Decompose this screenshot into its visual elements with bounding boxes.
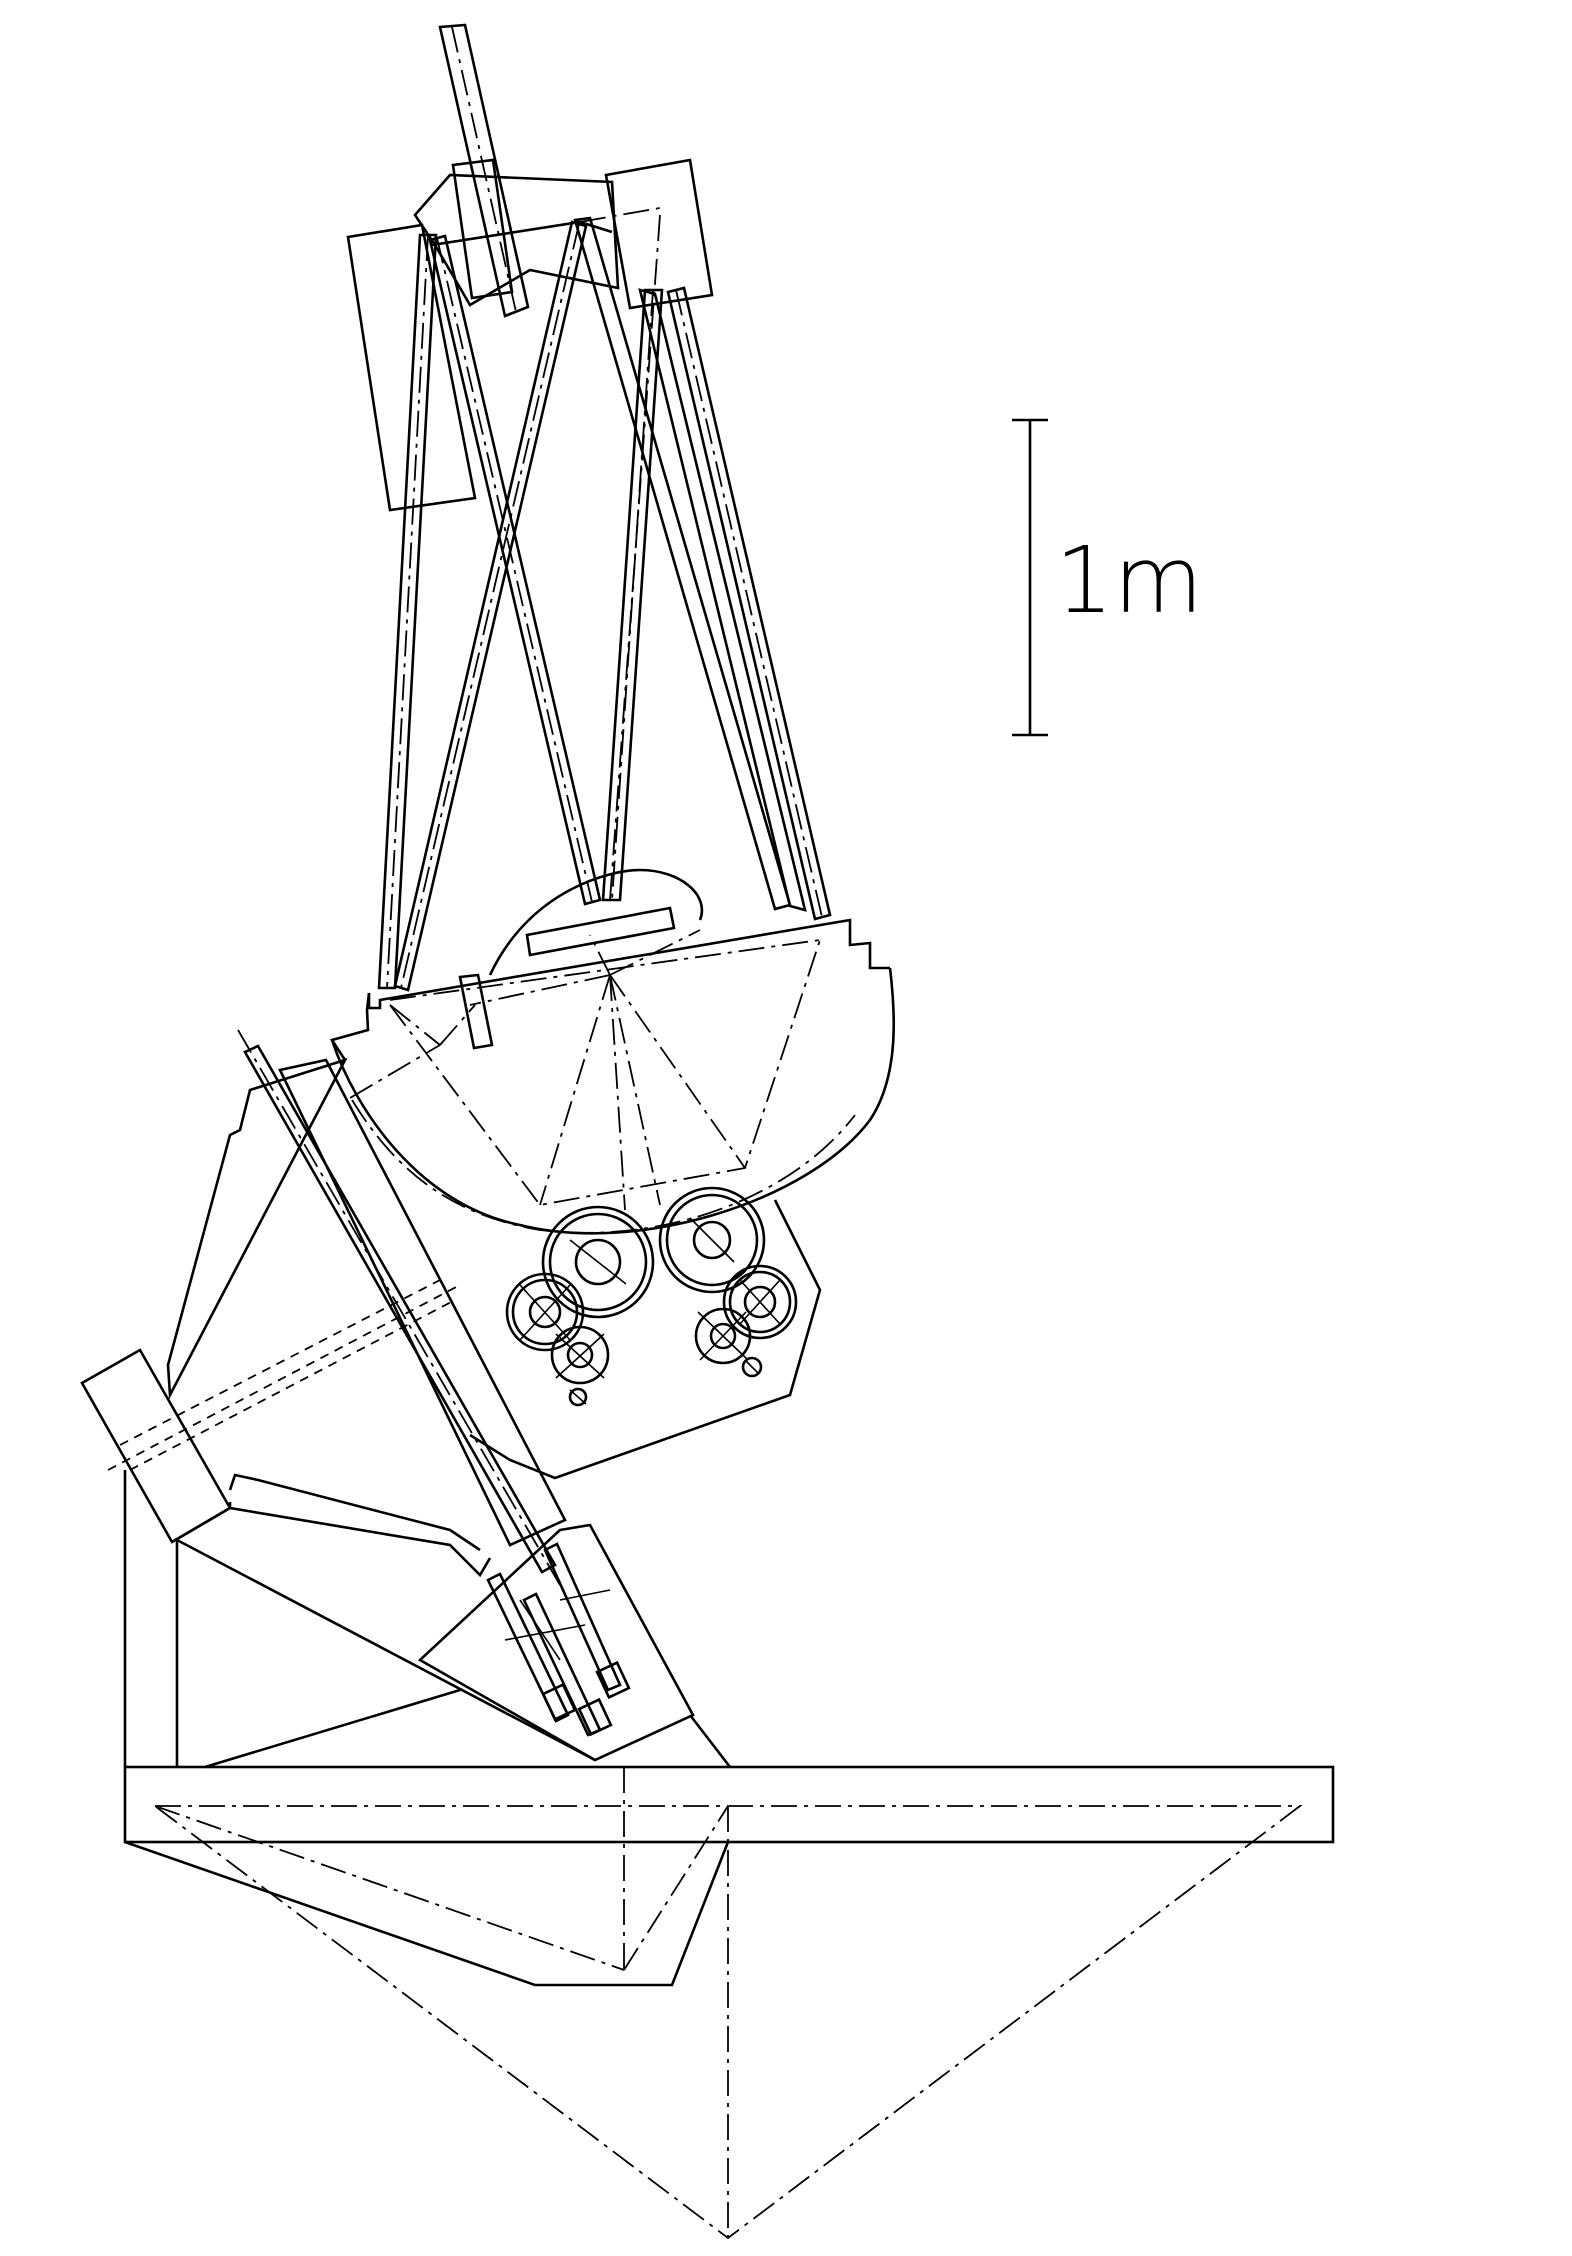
top-end-ring — [346, 23, 714, 512]
scale-bar: 1m — [1012, 418, 1203, 737]
scale-bar-label: 1m — [1055, 527, 1203, 634]
declination-housing — [166, 1057, 822, 1480]
base-plate — [123, 1765, 1335, 2240]
mount-bolts — [486, 1542, 631, 1737]
lower-frame — [123, 1470, 732, 1769]
gear-train — [505, 1186, 798, 1407]
truss-tubes — [377, 214, 832, 992]
polar-axis — [80, 1029, 695, 1762]
